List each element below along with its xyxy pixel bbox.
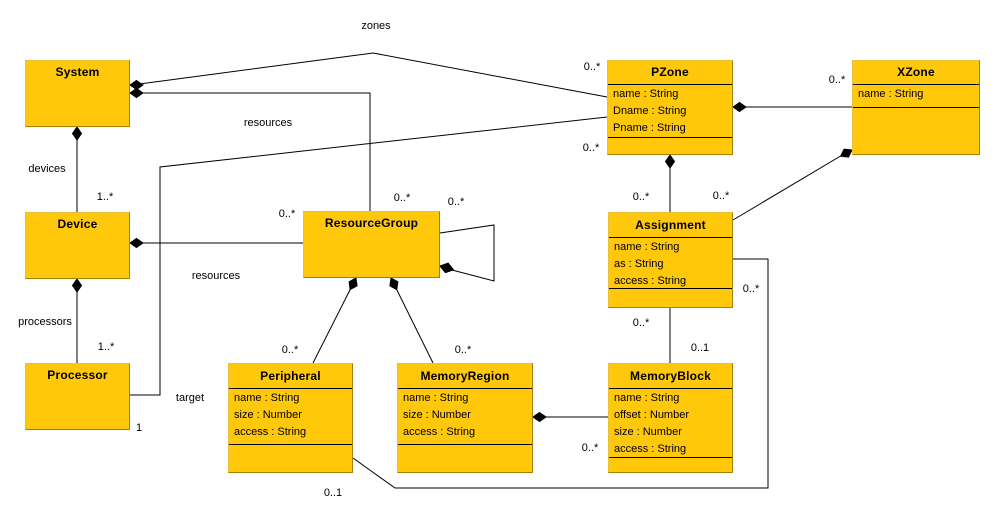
class-title: Peripheral (260, 369, 321, 383)
class-title: Device (57, 217, 98, 231)
label-devices: devices (28, 163, 66, 175)
multiplicity-xzone-left: 0..* (828, 74, 846, 86)
diamond-resourcegroup-peripheral (348, 277, 358, 291)
class-attributes: name : String size : Number access : Str… (229, 388, 352, 445)
class-processor: Processor (25, 363, 130, 430)
class-memoryregion: MemoryRegion name : String size : Number… (397, 363, 533, 473)
attribute: name : String (614, 241, 680, 253)
edge-pzone-processor-target (130, 116, 608, 396)
class-body (26, 84, 129, 126)
multiplicity-peripheral-top: 0..* (281, 344, 299, 356)
multiplicity-selfloop: 0..* (447, 196, 465, 208)
attribute: size : Number (614, 426, 682, 438)
class-body (26, 387, 129, 429)
label-resources-system: resources (243, 117, 293, 129)
diamond-device-resources (129, 237, 144, 249)
edge-system-resourcegroup (132, 92, 371, 211)
class-system: System (25, 60, 130, 127)
attribute: access : String (234, 426, 307, 438)
edge-resourcegroup-memoryregion (390, 277, 434, 364)
class-operations-empty (608, 138, 732, 154)
class-attributes: name : String offset : Number size : Num… (609, 388, 732, 458)
label-target: target (175, 392, 205, 404)
multiplicity-assignment-topright: 0..* (712, 190, 730, 202)
edge-resourcegroup-selfloop (439, 224, 495, 282)
class-peripheral: Peripheral name : String size : Number a… (228, 363, 353, 473)
class-attributes: name : String size : Number access : Str… (398, 388, 532, 445)
class-title: ResourceGroup (324, 216, 419, 230)
class-title: MemoryRegion (420, 369, 510, 383)
edge-resourcegroup-peripheral (312, 277, 357, 364)
class-operations-empty (853, 108, 979, 154)
diamond-xzone-assignment (839, 148, 853, 158)
diamond-pzone-assignment (664, 154, 676, 169)
multiplicity-peripheral-bottom: 0..1 (323, 487, 343, 499)
class-title: Processor (47, 368, 108, 382)
multiplicity-assignment-bottom: 0..* (632, 317, 650, 329)
label-processors: processors (18, 316, 72, 328)
multiplicity-assignment-topleft: 0..* (632, 191, 650, 203)
attribute: offset : Number (614, 409, 689, 421)
attribute: access : String (614, 443, 687, 455)
diamond-system-zones (129, 79, 144, 91)
class-operations-empty (229, 445, 352, 472)
class-title: XZone (897, 65, 935, 79)
class-body (304, 235, 439, 277)
multiplicity-assignment-right: 0..* (742, 283, 760, 295)
multiplicity-devices: 1..* (96, 191, 114, 203)
attribute: access : String (403, 426, 476, 438)
attribute: size : Number (234, 409, 302, 421)
attribute: name : String (858, 88, 924, 100)
multiplicity-pzone-target: 0..* (582, 142, 600, 154)
diamond-pzone-xzone (732, 101, 747, 113)
class-pzone: PZone name : String Dname : String Pname… (607, 60, 733, 155)
multiplicity-memoryblock-top: 0..1 (690, 342, 710, 354)
class-operations-empty (609, 458, 732, 472)
class-memoryblock: MemoryBlock name : String offset : Numbe… (608, 363, 733, 473)
diamond-system-devices (71, 126, 83, 141)
class-attributes: name : String as : String access : Strin… (609, 237, 732, 289)
multiplicity-pzone-zones: 0..* (583, 61, 601, 73)
multiplicity-memoryregion-top: 0..* (454, 344, 472, 356)
class-resourcegroup: ResourceGroup (303, 211, 440, 278)
label-zones: zones (361, 20, 391, 32)
diamond-device-processors (71, 278, 83, 293)
label-resources-device: resources (191, 270, 241, 282)
edge-xzone-assignment (732, 150, 850, 221)
diamond-system-resources (129, 87, 144, 99)
class-title: MemoryBlock (630, 369, 711, 383)
attribute: size : Number (403, 409, 471, 421)
multiplicity-resourcegroup-top: 0..* (393, 192, 411, 204)
class-title: PZone (651, 65, 689, 79)
edge-assignment-peripheral (352, 258, 769, 489)
diamond-resourcegroup-memoryregion (389, 277, 399, 291)
class-attributes: name : String (853, 84, 979, 108)
attribute: name : String (403, 392, 469, 404)
attribute: Pname : String (613, 122, 686, 134)
class-body (26, 236, 129, 278)
attribute: name : String (234, 392, 300, 404)
multiplicity-resourcegroup-left: 0..* (278, 208, 296, 220)
class-operations-empty (609, 289, 732, 307)
multiplicity-processors: 1..* (97, 341, 115, 353)
class-assignment: Assignment name : String as : String acc… (608, 212, 733, 308)
edge-system-pzone-zones (131, 52, 608, 98)
class-device: Device (25, 212, 130, 279)
diamond-memoryregion-memoryblock (532, 411, 547, 423)
attribute: as : String (614, 258, 664, 270)
class-title: System (55, 65, 100, 79)
multiplicity-target-processor: 1 (135, 422, 143, 434)
class-xzone: XZone name : String (852, 60, 980, 155)
attribute: name : String (614, 392, 680, 404)
multiplicity-memoryblock-left: 0..* (581, 442, 599, 454)
attribute: name : String (613, 88, 679, 100)
attribute: Dname : String (613, 105, 687, 117)
attribute: access : String (614, 275, 687, 287)
class-attributes: name : String Dname : String Pname : Str… (608, 84, 732, 138)
class-title: Assignment (635, 218, 706, 232)
diamond-resourcegroup-selfloop (439, 262, 455, 274)
class-operations-empty (398, 445, 532, 472)
